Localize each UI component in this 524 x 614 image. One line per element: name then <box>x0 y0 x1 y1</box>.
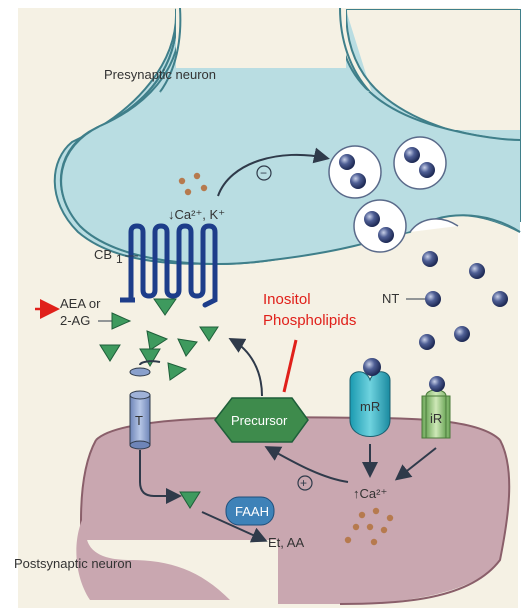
transporter-t <box>129 367 151 450</box>
two-ag-label: 2-AG <box>60 313 90 328</box>
inositol-label-line1: Inositol <box>263 291 311 308</box>
inhibit-symbol <box>256 165 272 181</box>
stimulate-symbol <box>297 475 313 491</box>
svg-text:+: + <box>300 476 307 490</box>
metabotropic-receptor <box>349 358 391 437</box>
synaptic-vesicles <box>328 136 459 253</box>
svg-text:−: − <box>260 166 267 180</box>
presynaptic-terminal-fill <box>61 10 521 264</box>
neurotransmitter-molecules <box>419 251 508 350</box>
ir-label: iR <box>430 411 442 426</box>
precursor-hexagon <box>214 397 309 443</box>
svg-text:1: 1 <box>116 252 123 266</box>
ion-label-presynaptic: ↓Ca²⁺, K⁺ <box>168 207 225 222</box>
nt-label: NT <box>382 291 399 306</box>
faah-enzyme <box>225 496 275 526</box>
endocannabinoid-ligands <box>99 298 219 509</box>
mr-label: mR <box>360 399 380 414</box>
precursor-label: Precursor <box>231 413 288 428</box>
ion-dots-postsynaptic <box>344 507 394 546</box>
ionotropic-receptor <box>421 376 451 439</box>
cb1-label: CB <box>94 247 112 262</box>
aea-label: AEA or <box>60 296 101 311</box>
inositol-label-line2: Phospholipids <box>263 312 356 329</box>
transporter-label: T <box>135 413 143 428</box>
inositol-pointer-line <box>282 339 298 393</box>
presynaptic-label: Presynaptic neuron <box>104 67 216 82</box>
cb1-receptor <box>128 223 218 308</box>
faah-label: FAAH <box>235 504 269 519</box>
ion-dots-presynaptic <box>178 172 208 196</box>
products-label: Et, AA <box>268 535 304 550</box>
postsynaptic-label: Postsynaptic neuron <box>14 556 132 571</box>
calcium-rise-label: ↑Ca²⁺ <box>353 486 387 501</box>
